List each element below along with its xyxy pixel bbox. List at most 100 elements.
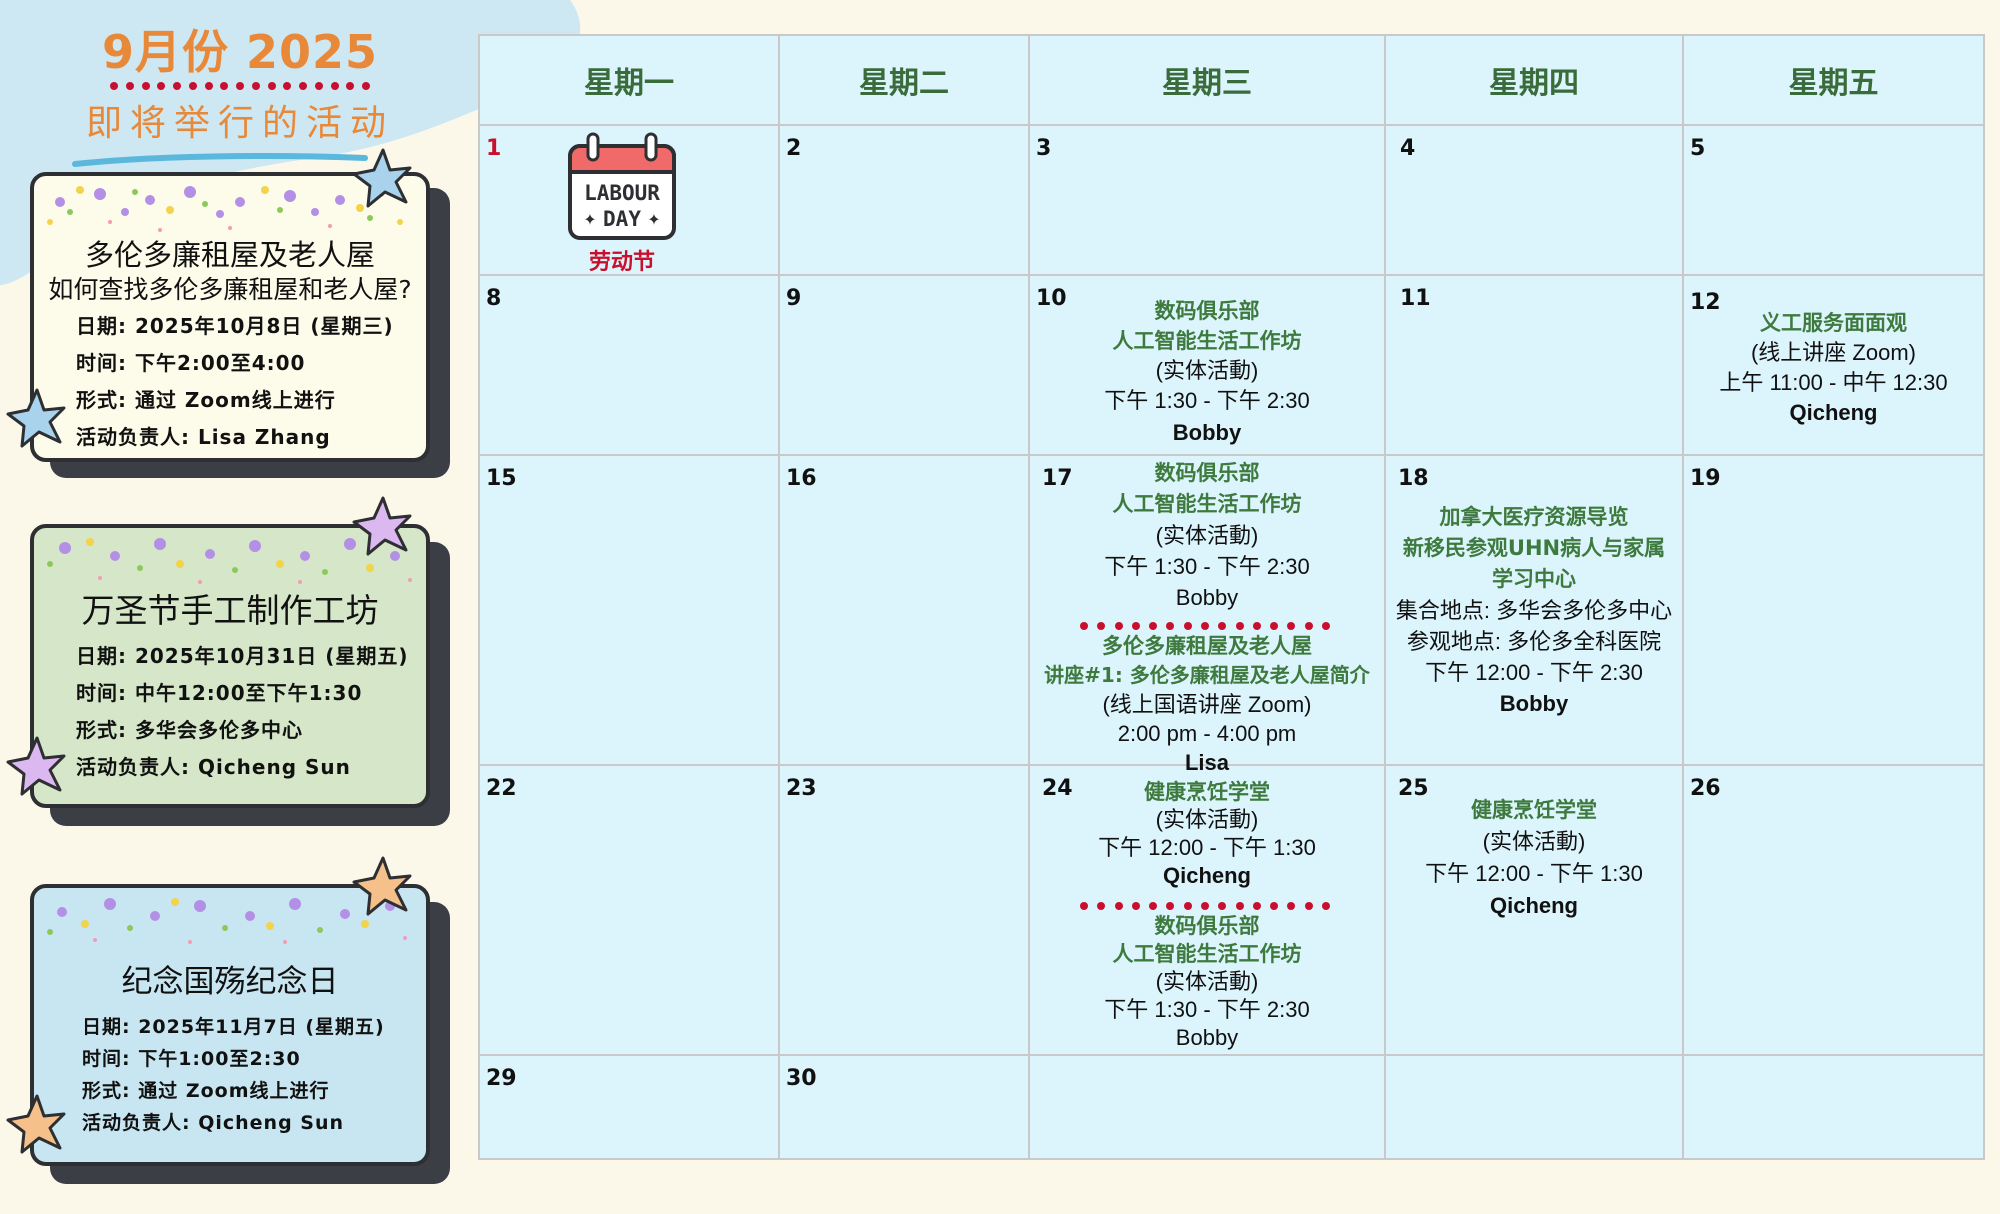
event-time: 下午 1:30 - 下午 2:30 (1104, 997, 1310, 1022)
day-cell: 23 (778, 764, 1030, 1056)
day-number: 30 (786, 1066, 817, 1091)
event-digital-club: 数码俱乐部 人工智能生活工作坊 (实体活動) 下午 1:30 - 下午 2:30… (1030, 912, 1384, 1052)
day-number: 26 (1690, 776, 1721, 801)
card-format: 形式: 通过 Zoom线上进行 (82, 1080, 330, 1102)
card-date: 日期: 2025年10月31日 (星期五) (76, 644, 409, 668)
brush-stroke (72, 153, 368, 167)
event-title: 学习中心 (1492, 567, 1576, 591)
day-cell: 10 数码俱乐部 人工智能生活工作坊 (实体活動) 下午 1:30 - 下午 2… (1028, 274, 1386, 456)
event-host: Bobby (1175, 1025, 1239, 1050)
event-card-remembrance: 纪念国殇纪念日 日期: 2025年11月7日 (星期五) 时间: 下午1:00至… (30, 884, 430, 1166)
labour-badge-line2: DAY (603, 207, 641, 231)
event-healthy-cooking: 健康烹饪学堂 (实体活動) 下午 12:00 - 下午 1:30 Qicheng (1386, 794, 1682, 922)
labour-badge-line1: LABOUR (584, 181, 660, 205)
card-format: 形式: 多华会多伦多中心 (76, 718, 303, 742)
day-cell: 12 义工服务面面观 (线上讲座 Zoom) 上午 11:00 - 中午 12:… (1682, 274, 1985, 456)
day-cell: 15 (478, 454, 780, 766)
card-time: 时间: 中午12:00至下午1:30 (76, 681, 363, 705)
star-icon (6, 736, 66, 796)
day-cell (1384, 1054, 1684, 1160)
header: 9月份 2025 即将举行的活动 (60, 24, 420, 148)
weekday-mon: 星期一 (478, 34, 780, 126)
star-icon (6, 1094, 66, 1154)
event-mode: (线上讲座 Zoom) (1750, 340, 1916, 365)
event-title: 数码俱乐部 (1154, 914, 1260, 938)
day-cell: 17 数码俱乐部 人工智能生活工作坊 (实体活動) 下午 1:30 - 下午 2… (1028, 454, 1386, 775)
star-icon (6, 388, 66, 448)
event-title: 人工智能生活工作坊 (1112, 492, 1302, 516)
event-title: 健康烹饪学堂 (1144, 780, 1270, 804)
day-cell: 4 (1384, 124, 1684, 276)
day-cell: 25 健康烹饪学堂 (实体活動) 下午 12:00 - 下午 1:30 Qich… (1384, 764, 1684, 1056)
day-cell: 18 加拿大医疗资源导览 新移民参观UHN病人与家属 学习中心 集合地点: 多华… (1384, 454, 1684, 766)
day-number: 29 (486, 1066, 517, 1091)
dotted-divider (1080, 902, 1330, 910)
day-number: 10 (1036, 286, 1067, 311)
weekday-fri: 星期五 (1682, 34, 1985, 126)
event-title: 健康烹饪学堂 (1471, 798, 1597, 822)
week-row: 29 30 (478, 1054, 1985, 1160)
event-time: 下午 1:30 - 下午 2:30 (1104, 388, 1310, 413)
background-blob (0, 0, 581, 285)
day-number: 24 (1042, 776, 1073, 801)
day-cell: 5 (1682, 124, 1985, 276)
event-mode: (实体活動) (1155, 358, 1259, 383)
event-meeting-point: 集合地点: 多华会多伦多中心 (1395, 598, 1673, 623)
event-title: 人工智能生活工作坊 (1112, 329, 1302, 353)
event-title: 数码俱乐部 (1154, 461, 1260, 485)
day-number: 4 (1400, 136, 1416, 161)
event-visit-location: 参观地点: 多伦多全科医院 (1406, 629, 1662, 654)
calendar-grid: 星期一 星期二 星期三 星期四 星期五 1 LABOUR DAY ✦ ✦ 劳动节… (478, 34, 1985, 1160)
day-cell (1682, 1054, 1985, 1160)
day-number: 15 (486, 466, 517, 491)
event-mode: (实体活動) (1155, 969, 1259, 994)
event-title: 讲座#1: 多伦多廉租屋及老人屋简介 (1044, 663, 1370, 687)
event-card-housing: 多伦多廉租屋及老人屋 如何查找多伦多廉租屋和老人屋? 日期: 2025年10月8… (30, 172, 430, 462)
week-row: 22 23 24 健康烹饪学堂 (实体活動) 下午 12:00 - 下午 1:3… (478, 764, 1985, 1056)
event-title: 数码俱乐部 (1154, 299, 1260, 323)
day-number: 9 (786, 286, 802, 311)
week-row: 15 16 17 数码俱乐部 人工智能生活工作坊 (实体活動) 下午 1:30 … (478, 454, 1985, 775)
day-cell: 8 (478, 274, 780, 456)
flower-border (47, 898, 407, 944)
card-date: 日期: 2025年11月7日 (星期五) (82, 1016, 385, 1038)
day-cell: 26 (1682, 764, 1985, 1056)
event-title: 加拿大医疗资源导览 (1439, 505, 1629, 529)
card-date: 日期: 2025年10月8日 (星期三) (76, 314, 394, 338)
weekday-wed: 星期三 (1028, 34, 1386, 126)
flower-border (47, 186, 403, 232)
event-title: 多伦多廉租屋及老人屋 (1102, 634, 1312, 658)
event-mode: (线上国语讲座 Zoom) (1102, 692, 1312, 717)
card-time: 时间: 下午1:00至2:30 (82, 1048, 301, 1070)
day-number: 1 (486, 136, 502, 161)
day-cell (1028, 1054, 1386, 1160)
event-time: 下午 12:00 - 下午 2:30 (1425, 660, 1643, 685)
day-number: 12 (1690, 290, 1721, 315)
card-host: 活动负责人: Qicheng Sun (82, 1112, 345, 1134)
day-number: 19 (1690, 466, 1721, 491)
event-time: 下午 12:00 - 下午 1:30 (1425, 861, 1643, 886)
day-number: 2 (786, 136, 802, 161)
day-number: 11 (1400, 286, 1431, 311)
star-icon (352, 496, 412, 556)
day-number: 5 (1690, 136, 1706, 161)
event-healthy-cooking: 健康烹饪学堂 (实体活動) 下午 12:00 - 下午 1:30 Qicheng (1030, 778, 1384, 890)
event-mode: (实体活動) (1155, 523, 1259, 548)
day-number: 23 (786, 776, 817, 801)
day-number: 8 (486, 286, 502, 311)
day-number: 16 (786, 466, 817, 491)
day-cell: 9 (778, 274, 1030, 456)
day-cell: 19 (1682, 454, 1985, 766)
day-cell: 1 LABOUR DAY ✦ ✦ 劳动节 (478, 124, 780, 276)
event-mode: (实体活動) (1155, 807, 1259, 832)
day-number: 22 (486, 776, 517, 801)
day-cell: 30 (778, 1054, 1030, 1160)
day-number: 17 (1042, 466, 1073, 491)
day-number: 18 (1398, 466, 1429, 491)
day-cell: 11 (1384, 274, 1684, 456)
event-title: 人工智能生活工作坊 (1112, 942, 1302, 966)
event-time: 下午 12:00 - 下午 1:30 (1098, 835, 1316, 860)
event-host: Bobby (1175, 585, 1239, 610)
labour-day-calendar-icon: LABOUR DAY ✦ ✦ (568, 132, 676, 240)
card-title: 多伦多廉租屋及老人屋 (84, 238, 375, 272)
